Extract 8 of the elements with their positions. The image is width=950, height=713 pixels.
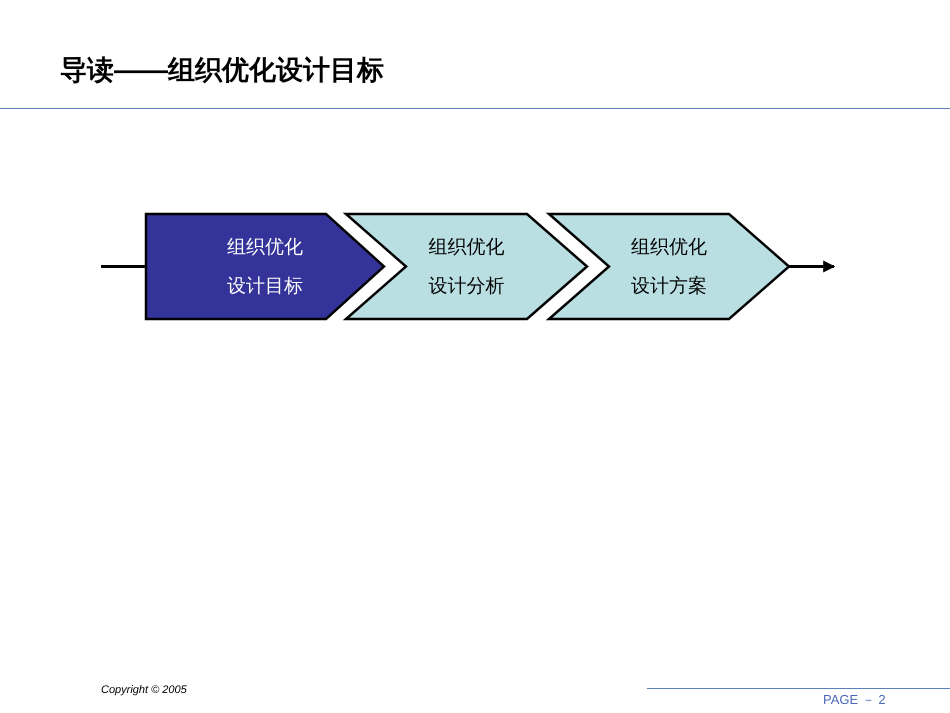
slide-title: 导读——组织优化设计目标 xyxy=(60,54,384,87)
step-label: 组织优化设计目标 xyxy=(226,236,304,298)
arrow xyxy=(789,260,836,272)
copyright-note: Copyright © 2005 xyxy=(101,684,187,696)
step-label: 组织优化设计分析 xyxy=(428,236,506,298)
page-number: PAGE － 2 xyxy=(823,691,886,709)
step-label: 组织优化设计方案 xyxy=(630,236,708,298)
line xyxy=(101,265,146,268)
